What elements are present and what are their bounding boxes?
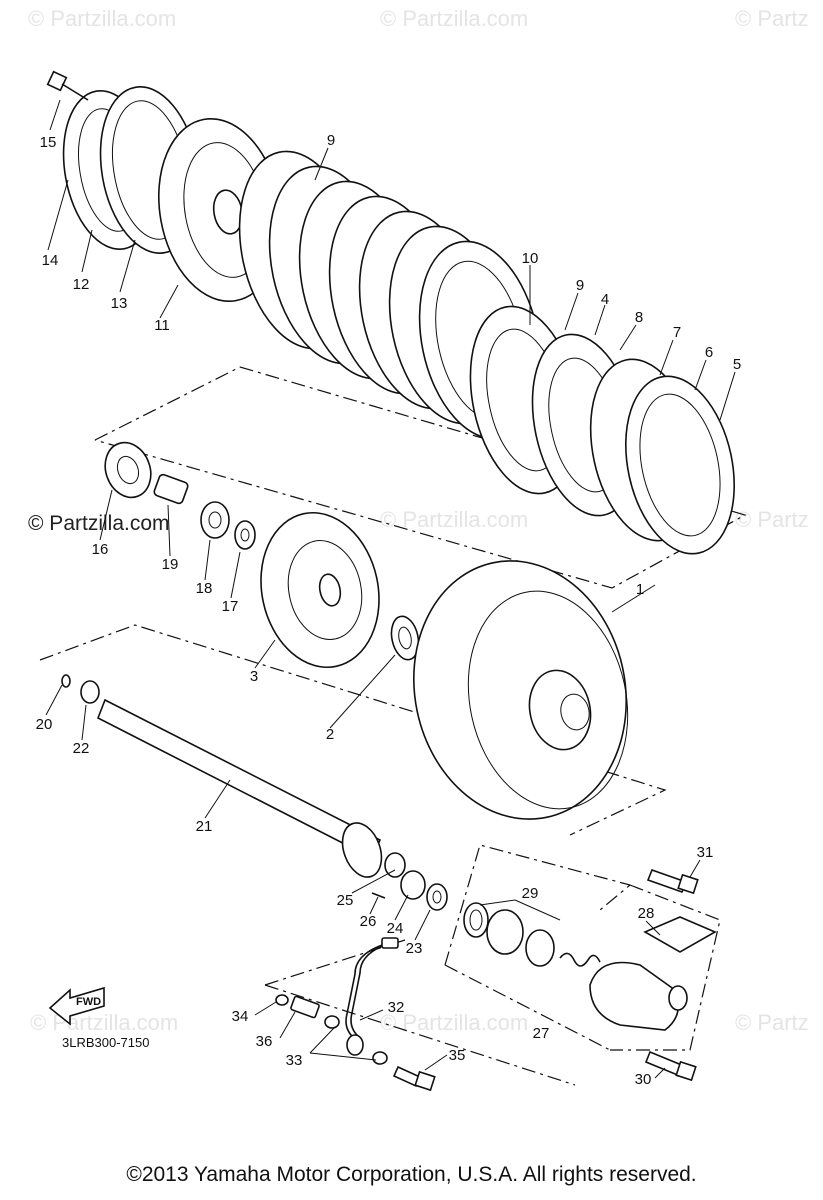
callout-8: 8 [635, 309, 643, 326]
callout-18: 18 [196, 580, 213, 597]
callout-12: 12 [73, 276, 90, 293]
callout-10: 10 [522, 250, 539, 267]
friction-plates [238, 150, 542, 440]
callout-2: 2 [326, 726, 334, 743]
callouts: 1 2 3 4 5 6 7 8 9 9 10 11 12 13 14 15 16… [36, 132, 742, 1088]
fwd-label: FWD [76, 996, 101, 1008]
watermark: © Partz [735, 1010, 809, 1035]
watermark: © Partzilla.com [380, 507, 528, 532]
watermark: © Partz [735, 507, 809, 532]
clutch-bolt [46, 70, 89, 101]
release-cylinder [589, 916, 717, 1031]
push-lever-shaft [61, 674, 406, 878]
clutch-boss-assembly [469, 305, 735, 555]
callout-19: 19 [162, 556, 179, 573]
copyright-notice: ©2013 Yamaha Motor Corporation, U.S.A. A… [126, 1163, 697, 1186]
callout-32: 32 [388, 999, 405, 1016]
watermark: © Partzilla.com [30, 1010, 178, 1035]
pushrod-piece [153, 473, 189, 505]
callout-29: 29 [522, 885, 539, 902]
callout-20: 20 [36, 716, 53, 733]
callout-5: 5 [733, 356, 741, 373]
callout-3: 3 [250, 668, 258, 685]
release-cylinder-kit [463, 902, 601, 967]
callout-31: 31 [697, 844, 714, 861]
callout-36: 36 [256, 1033, 273, 1050]
watermark: © Partzilla.com [380, 1010, 528, 1035]
clutch-housing [412, 560, 629, 820]
callout-1: 1 [636, 581, 644, 598]
callout-13: 13 [111, 295, 128, 312]
callout-24: 24 [387, 920, 404, 937]
union-bolt-and-washers [275, 994, 388, 1065]
assembly-outlines [39, 366, 747, 1086]
callout-7: 7 [673, 324, 681, 341]
callout-6: 6 [705, 344, 713, 361]
callout-4: 4 [601, 291, 609, 308]
leader-lines [45, 99, 736, 1079]
watermark: © Partzilla.com [380, 6, 528, 31]
thrust-washer [390, 615, 420, 661]
callout-9-top: 9 [327, 132, 335, 149]
nut [200, 501, 230, 539]
callout-23: 23 [406, 940, 423, 957]
callout-17: 17 [222, 598, 239, 615]
callout-35: 35 [449, 1047, 466, 1064]
callout-21: 21 [196, 818, 213, 835]
primary-driven-gear [260, 511, 380, 669]
watermark: © Partz [735, 6, 809, 31]
callout-33: 33 [286, 1052, 303, 1069]
callout-30: 30 [635, 1071, 652, 1088]
callout-22: 22 [73, 740, 90, 757]
forward-arrow-icon: FWD [48, 986, 105, 1026]
callout-26: 26 [360, 913, 377, 930]
watermark-prominent: © Partzilla.com [28, 512, 170, 535]
callout-14: 14 [42, 252, 59, 269]
callout-16: 16 [92, 541, 109, 558]
watermark: © Partzilla.com [28, 6, 176, 31]
callout-27: 27 [533, 1025, 550, 1042]
callout-15: 15 [40, 134, 57, 151]
bolts [392, 868, 699, 1092]
bearing [104, 441, 152, 499]
callout-25: 25 [337, 892, 354, 909]
callout-28: 28 [638, 905, 655, 922]
lock-washer [234, 520, 256, 550]
callout-11: 11 [154, 317, 170, 334]
callout-9: 9 [576, 277, 584, 294]
pushrod-seal-set [371, 870, 448, 911]
watermarks: © Partzilla.com © Partzilla.com © Partz … [28, 6, 809, 1035]
diagram-code: 3LRB300-7150 [62, 1035, 149, 1050]
brake-hose-pipe [345, 937, 399, 1056]
callout-34: 34 [232, 1008, 249, 1025]
